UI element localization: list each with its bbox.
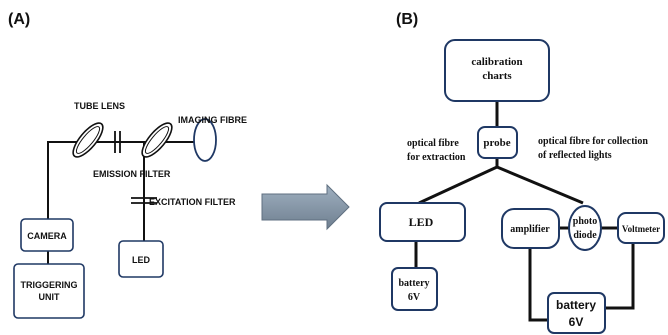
photodiode-circle (568, 205, 602, 251)
voltmeter-label: Voltmeter (622, 224, 660, 234)
battery-small-label-1: battery (398, 278, 429, 289)
emission-filter-icon (114, 131, 121, 153)
triggering-unit-label-1: TRIGGERING (20, 280, 77, 290)
probe-label: probe (483, 137, 510, 149)
triggering-unit-box (13, 263, 85, 319)
triggering-unit-label-2: UNIT (39, 292, 60, 302)
calibration-charts-box (444, 39, 550, 102)
panel-b-wiring (414, 101, 635, 322)
objective-lens-icon (141, 122, 173, 158)
excitation-filter-label: EXCITATION FILTER (149, 197, 236, 207)
imaging-fibre-icon (193, 118, 217, 162)
photodiode-label-2: diode (573, 230, 597, 241)
excitation-filter-icon (131, 197, 157, 204)
amplifier-label: amplifier (510, 224, 550, 235)
calibration-charts-label-2: charts (482, 70, 512, 82)
extraction-label-1: optical fibre (407, 138, 459, 149)
probe-box (477, 126, 518, 159)
extraction-label-2: for extraction (407, 152, 466, 163)
imaging-fibre-label: IMAGING FIBRE (178, 115, 247, 125)
amplifier-box (501, 208, 560, 249)
camera-label: CAMERA (27, 231, 67, 241)
battery-big-box (547, 292, 606, 334)
led-label-b: LED (409, 215, 434, 229)
voltmeter-box (617, 212, 665, 244)
battery-small-box (391, 267, 438, 311)
battery-big-label-1: battery (556, 298, 596, 312)
battery-small-label-2: 6V (408, 292, 421, 303)
tube-lens-icon (72, 122, 104, 158)
transition-arrow-icon (261, 183, 350, 231)
battery-big-label-2: 6V (569, 315, 584, 329)
panel-a-label: (A) (8, 11, 30, 28)
collection-label-2: of reflected lights (538, 150, 612, 161)
camera-box (20, 218, 74, 252)
led-box-b (379, 202, 466, 242)
tube-lens-label: TUBE LENS (74, 101, 125, 111)
photodiode-label-1: photo (573, 216, 597, 227)
led-box-a (118, 240, 164, 278)
panel-b-label: (B) (396, 11, 418, 28)
led-label-a: LED (132, 255, 151, 265)
emission-filter-label: EMISSION FILTER (93, 169, 171, 179)
collection-label-1: optical fibre for collection (538, 136, 648, 147)
calibration-charts-label-1: calibration (471, 56, 522, 68)
